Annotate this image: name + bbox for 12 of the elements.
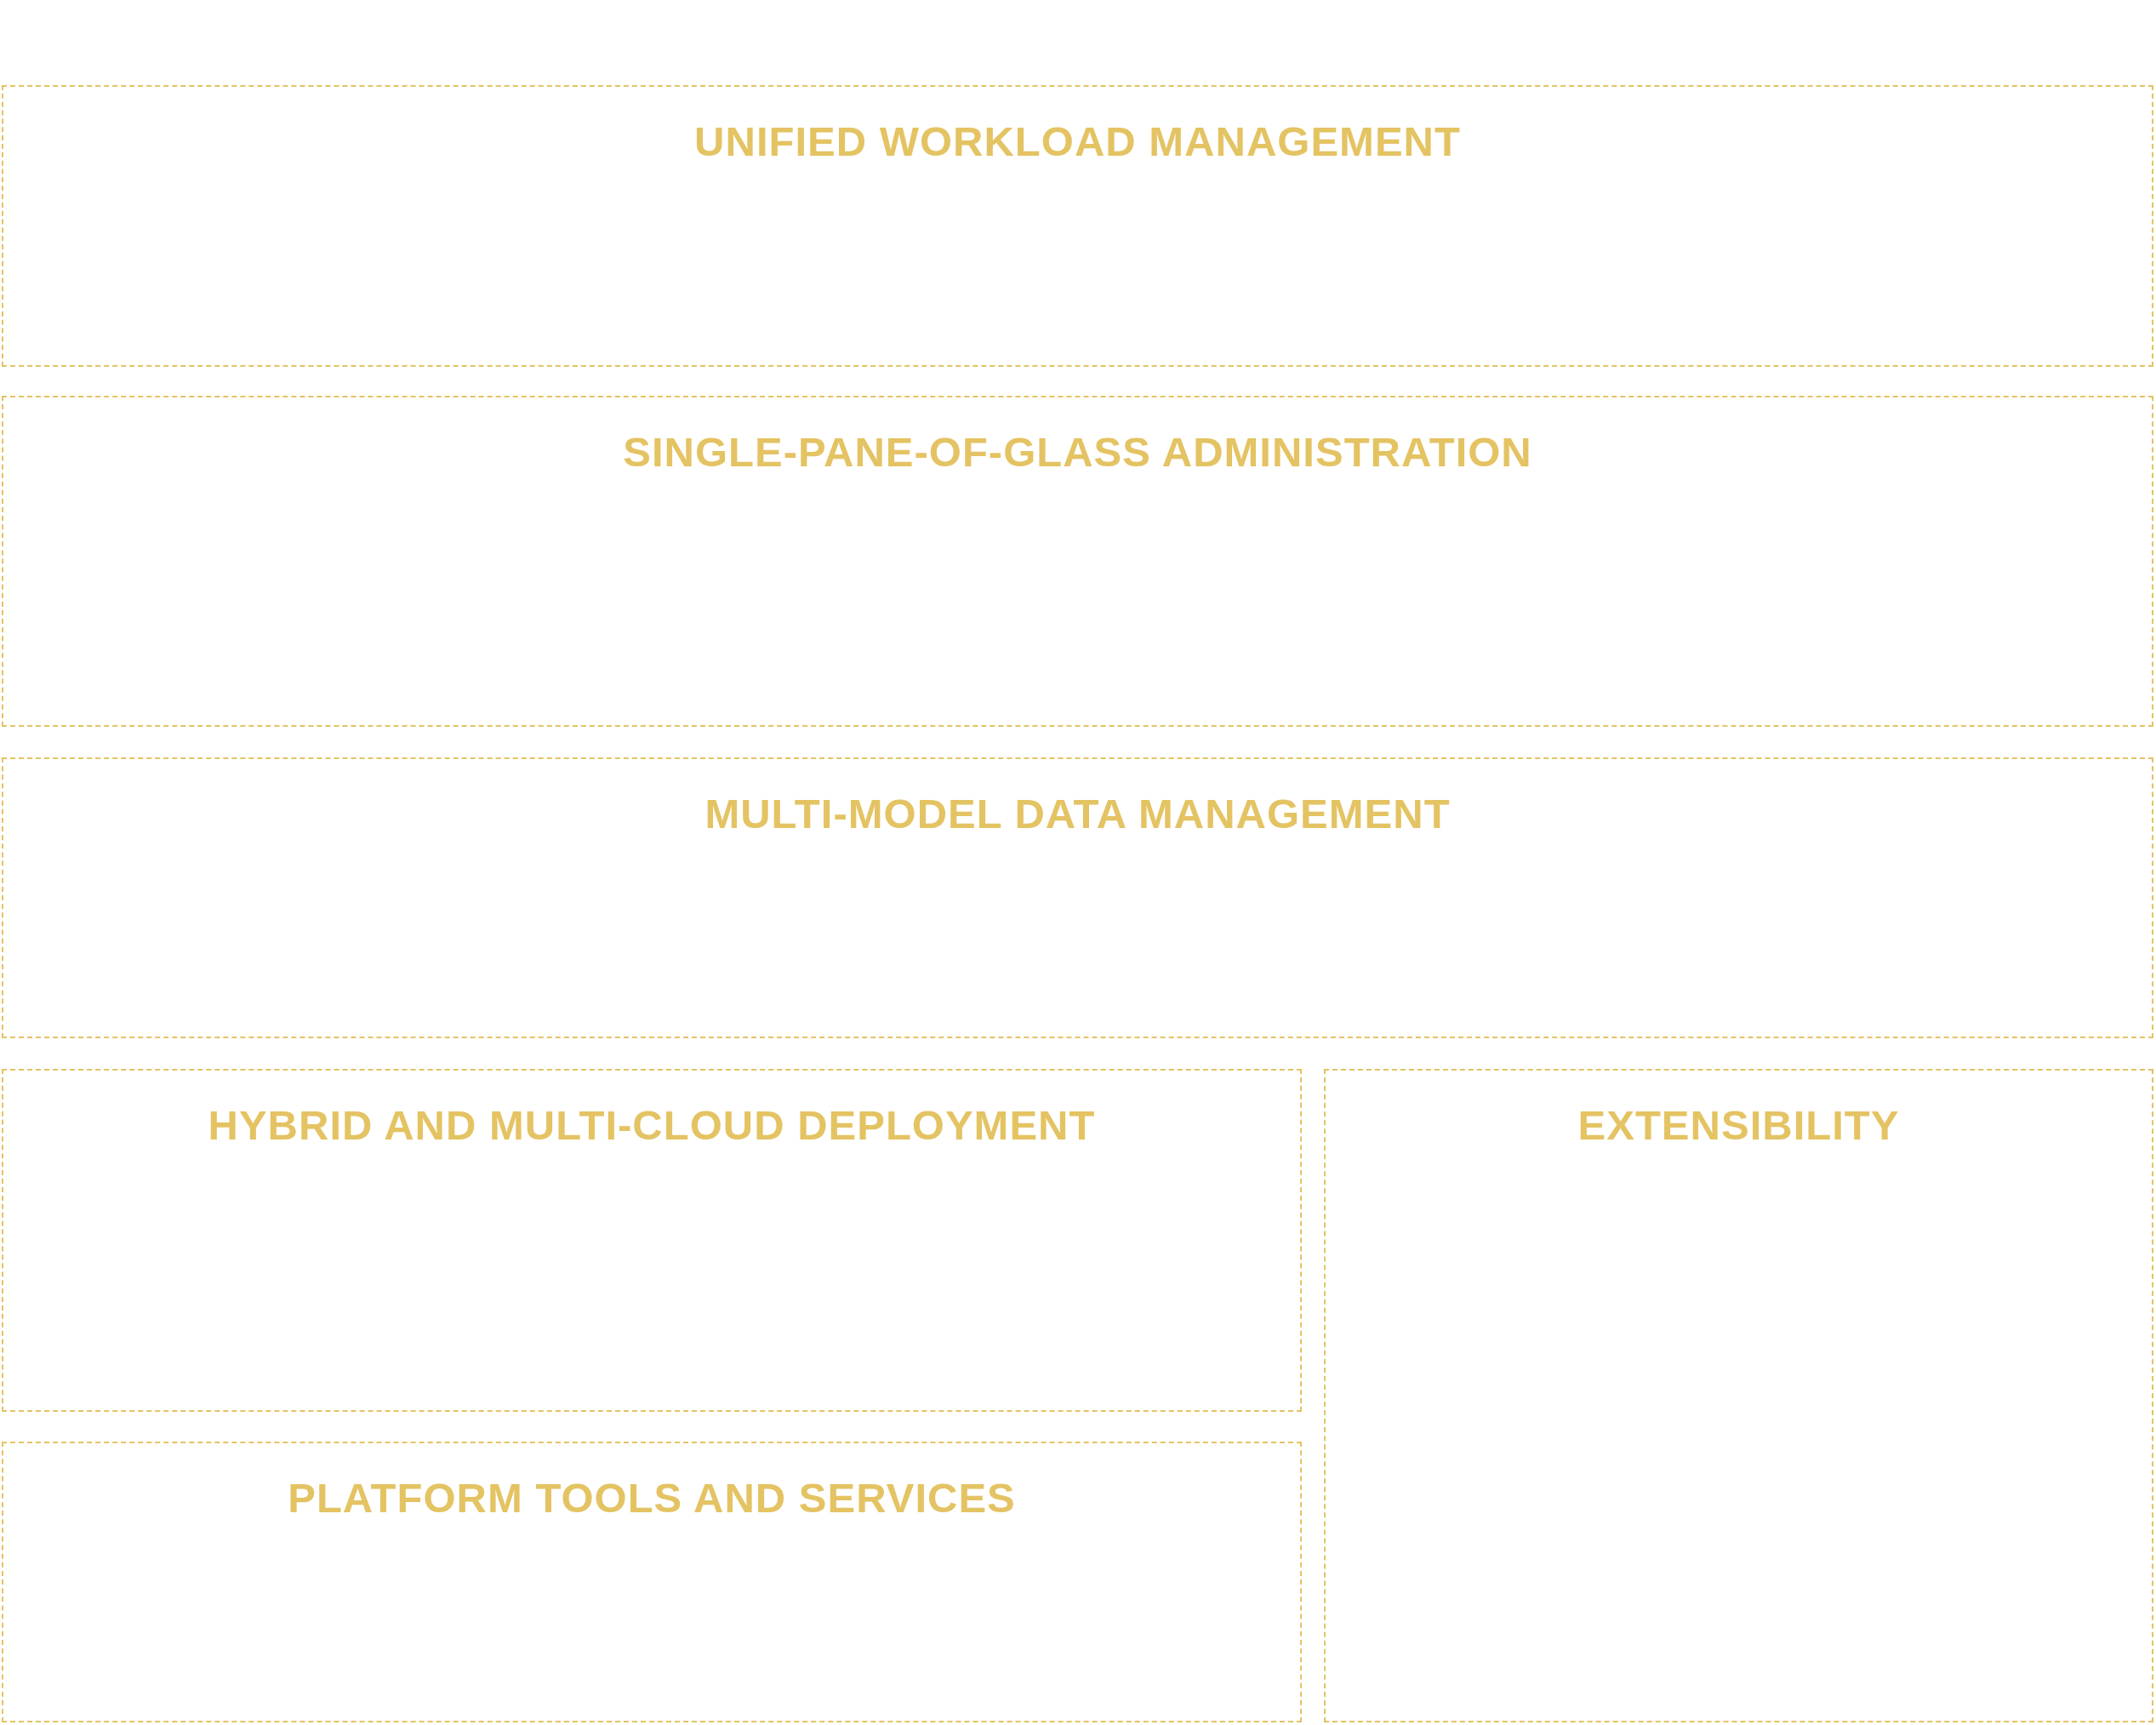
dashed-section-box: [2, 1442, 1302, 1722]
dashed-section-box: [2, 85, 2153, 367]
section-heading: MULTI-MODEL DATA MANAGEMENT: [704, 790, 1452, 837]
section-heading: HYBRID AND MULTI-CLOUD DEPLOYMENT: [207, 1101, 1097, 1149]
section-heading: PLATFORM TOOLS AND SERVICES: [287, 1474, 1017, 1522]
section-heading: EXTENSIBILITY: [1577, 1101, 1901, 1149]
dashed-section-box: [2, 396, 2153, 727]
section-heading: SINGLE-PANE-OF-GLASS ADMINISTRATION: [622, 428, 1533, 476]
dashed-section-box: [2, 757, 2153, 1038]
dashed-section-box: [2, 1069, 1302, 1412]
dashed-section-box: [1324, 1069, 2153, 1722]
section-heading: UNIFIED WORKLOAD MANAGEMENT: [693, 117, 1462, 165]
